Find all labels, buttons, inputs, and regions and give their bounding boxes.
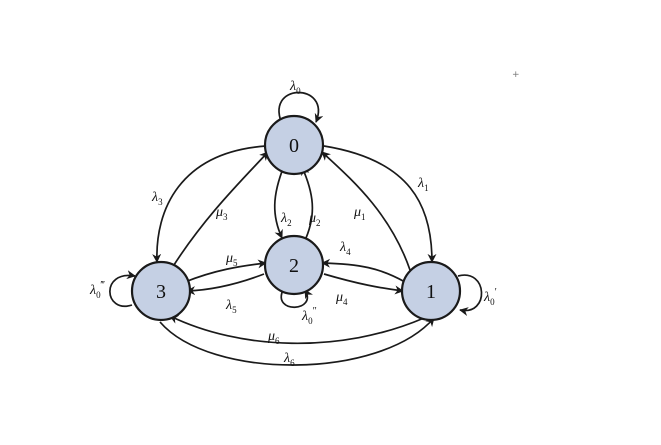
state-label-1: 1 [426, 281, 436, 303]
label-edge-1-3: μ6 [267, 329, 280, 346]
label-edge-0-1: λ1 [417, 176, 429, 193]
state-node-3: 3 [130, 260, 192, 322]
label-edge-3-2: μ5 [225, 251, 238, 268]
label-self-0: λ0 [289, 79, 301, 96]
state-label-3: 3 [156, 281, 166, 303]
label-edge-1-0: μ1 [353, 205, 366, 222]
state-node-1: 1 [400, 260, 462, 322]
self-loop-1 [457, 274, 483, 316]
label-self-1: λ0′ [483, 287, 497, 307]
edge-3-2 [184, 259, 267, 283]
label-edge-0-2: λ2 [280, 211, 292, 228]
label-edge-2-3: λ5 [225, 298, 237, 315]
state-node-0: 0 [263, 114, 325, 176]
label-edge-3-0: μ3 [215, 205, 228, 222]
label-edge-2-0: μ2 [308, 211, 321, 228]
label-self-2: λ0″ [301, 306, 317, 326]
label-self-3: λ0‴ [89, 280, 106, 300]
label-edge-3-1: λ6 [283, 351, 295, 368]
edge-2-3 [186, 273, 265, 296]
self-loop-0 [278, 91, 324, 127]
edge-2-1 [323, 273, 404, 295]
stray-mark: + [512, 70, 520, 80]
edge-1-2 [321, 258, 406, 283]
state-label-0: 0 [289, 135, 299, 157]
self-loop-3 [109, 270, 136, 308]
label-edge-0-3: λ3 [151, 190, 163, 207]
edge-0-1 [323, 145, 437, 263]
edge-0-3 [152, 145, 267, 263]
label-edge-2-1: μ4 [335, 290, 348, 307]
edge-3-0 [171, 151, 269, 269]
edge-0-2 [273, 165, 285, 239]
state-node-2: 2 [263, 234, 325, 296]
label-edge-1-2: λ4 [339, 240, 351, 257]
edge-3-1 [159, 317, 435, 366]
self-loop-2 [280, 289, 313, 309]
state-label-2: 2 [289, 255, 299, 277]
edge-1-3 [169, 315, 425, 345]
edge-2-0 [301, 166, 314, 239]
edge-1-0 [321, 151, 411, 271]
